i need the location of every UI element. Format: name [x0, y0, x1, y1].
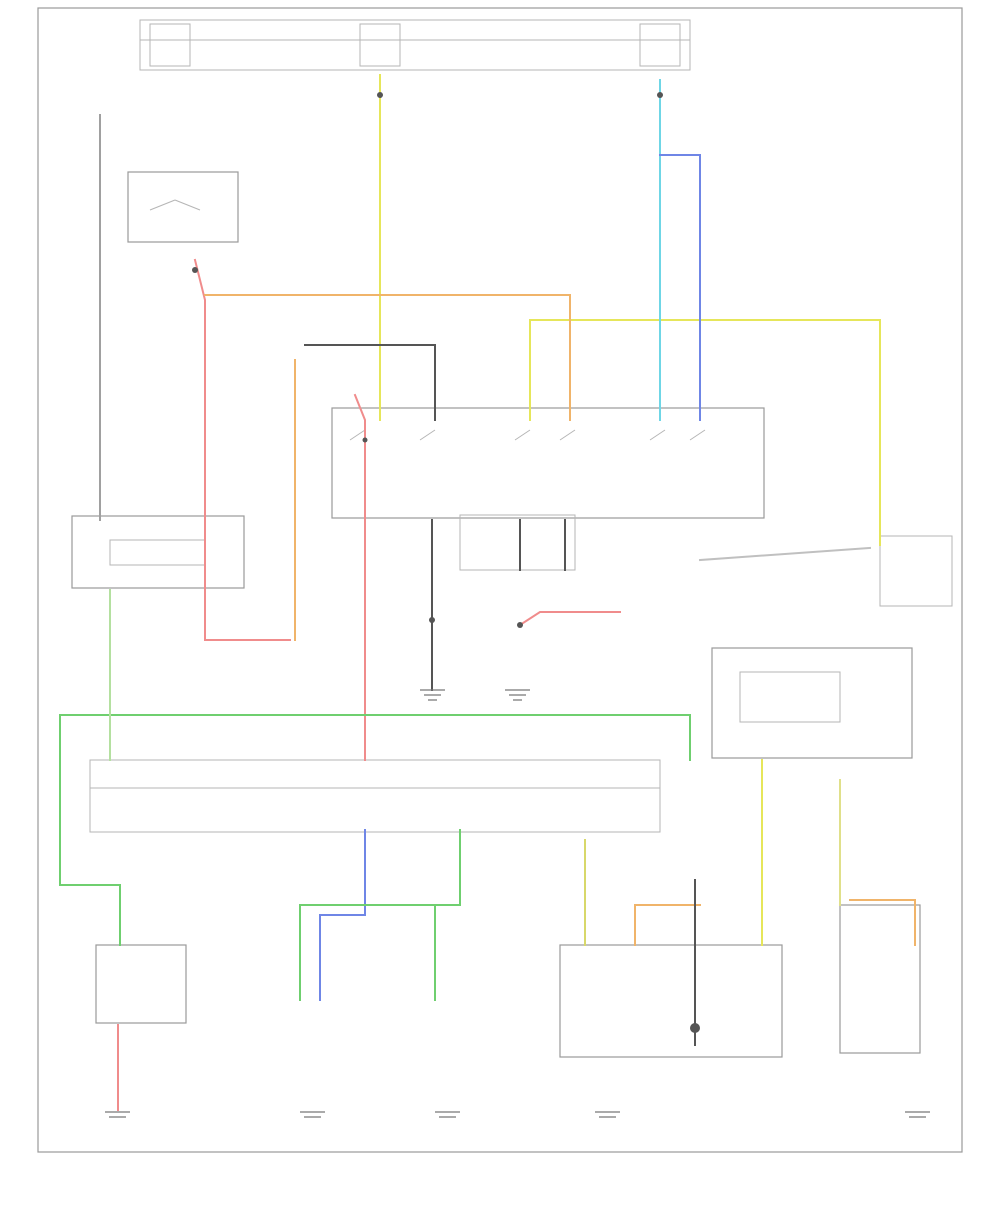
relay-switch-icon — [349, 429, 706, 441]
wire-red-1 — [193, 258, 291, 641]
wire-red-3 — [518, 611, 621, 627]
wire-red-2 — [353, 393, 366, 761]
wire-blue-2 — [319, 829, 366, 1001]
wire-gray-right — [698, 546, 872, 562]
connector-row — [89, 759, 661, 833]
wire-yellow-2 — [529, 319, 881, 546]
relay-box-left — [127, 171, 239, 243]
bottom-module-right — [839, 904, 921, 1054]
wire-green-1 — [59, 714, 691, 946]
bottom-module-left — [95, 944, 187, 1024]
diagram-frame — [37, 7, 963, 1153]
wire-black-3 — [519, 519, 566, 571]
control-module-right — [711, 647, 913, 759]
wire-orange-4 — [849, 899, 916, 946]
ground-symbol-icon — [105, 689, 930, 1118]
wire-blue-1 — [659, 154, 701, 421]
junction-dots — [192, 92, 700, 1033]
wire-black-1 — [304, 344, 436, 421]
control-module-left — [71, 515, 245, 589]
side-module-right — [879, 535, 953, 607]
wire-orange-3 — [634, 904, 701, 946]
wire-green-2 — [299, 829, 461, 1001]
switch-cluster — [331, 407, 765, 571]
wire-orange-1 — [204, 294, 571, 421]
fuse-block-top — [139, 19, 691, 71]
bottom-module-center — [559, 944, 783, 1058]
